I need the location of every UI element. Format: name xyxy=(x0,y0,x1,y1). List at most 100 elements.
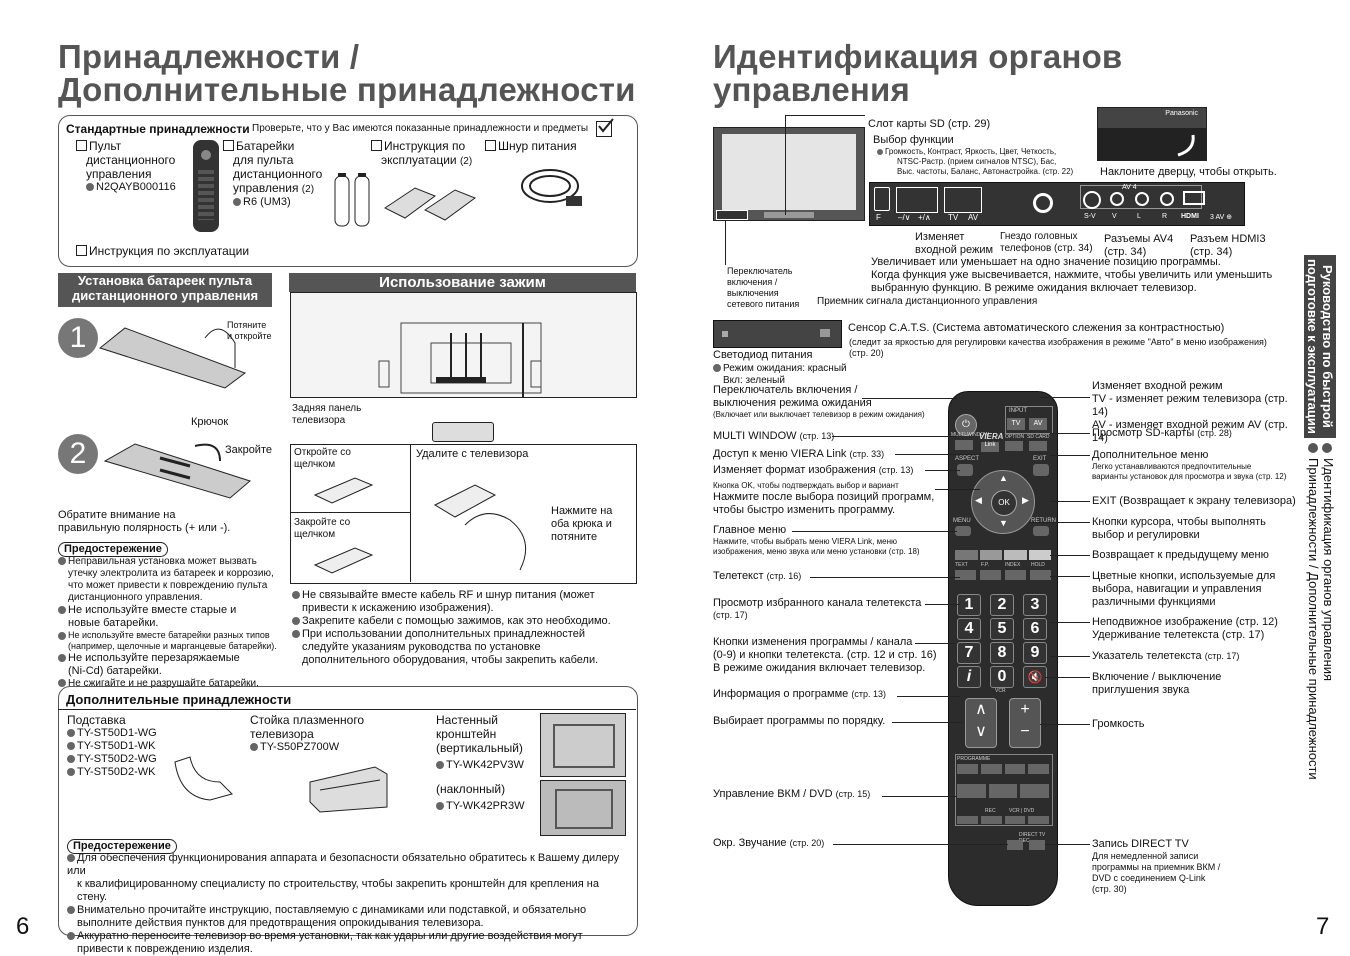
batteries-item: Батарейки для пульта дистанционного упра… xyxy=(223,139,322,209)
label-exit: EXIT (Возвращает к экрану телевизора) xyxy=(1092,495,1296,507)
clamp-banner: Использование зажим xyxy=(289,273,636,292)
ok-button[interactable]: OK xyxy=(991,490,1017,516)
hdmi-port[interactable] xyxy=(1183,191,1205,205)
std-heading: Стандартные принадлежности xyxy=(66,122,250,136)
func-select-label: Выбор функции xyxy=(873,134,954,146)
color-buttons[interactable] xyxy=(955,550,1051,560)
f-button[interactable] xyxy=(874,187,890,211)
remote-item: Пульт дистанционного управления N2QAYB00… xyxy=(76,139,176,194)
audio-r-jack[interactable] xyxy=(1160,192,1174,206)
label-surround: Окр. Звучание (стр. 20) xyxy=(713,837,825,849)
wall-bracket-tilt-image xyxy=(540,780,626,836)
remote-image xyxy=(193,140,219,232)
tv-av-buttons[interactable] xyxy=(944,187,982,213)
tilt-door-label: Наклоните дверцу, чтобы открыть. xyxy=(1100,166,1277,178)
bullet-icon xyxy=(1308,443,1318,453)
label-fav-teletext: Просмотр избранного канала телетекста(ст… xyxy=(713,597,922,620)
vcr-row-2[interactable] xyxy=(957,784,1050,798)
cursor-up-icon[interactable]: ▲ xyxy=(999,473,1008,483)
tv-power-switch[interactable] xyxy=(716,210,748,220)
standby-button[interactable]: ⏻ xyxy=(955,414,977,436)
key-8[interactable]: 8 xyxy=(990,642,1014,664)
viera-link-button[interactable]: Link xyxy=(981,442,999,452)
bullet-icon xyxy=(1322,443,1332,453)
info-button[interactable]: i xyxy=(957,666,981,688)
cats-note: (следит за яркостью для регулировки каче… xyxy=(849,337,1267,358)
check-box-icon xyxy=(223,140,234,151)
hand-remove-image xyxy=(425,465,545,580)
label-teletext: Телетекст (стр. 16) xyxy=(713,570,802,582)
close-label: Закройте xyxy=(225,444,272,456)
opt-caution-pill: Предостережение xyxy=(67,836,177,854)
checkbox-icon xyxy=(596,118,614,137)
sd-card-button[interactable] xyxy=(1029,441,1047,451)
step-1-badge: 1 xyxy=(58,318,98,358)
label-channel: Выбирает программы по порядку. xyxy=(713,715,886,727)
mute-button[interactable]: 🔇 xyxy=(1023,666,1047,688)
label-digits: Кнопки изменения программы / канала(0-9)… xyxy=(713,636,937,674)
key-3[interactable]: 3 xyxy=(1023,594,1047,616)
cursor-right-icon[interactable]: ▶ xyxy=(1022,495,1029,505)
menu-button[interactable] xyxy=(955,526,971,536)
key-9[interactable]: 9 xyxy=(1023,642,1047,664)
vcr-row-3[interactable] xyxy=(957,816,1049,824)
key-6[interactable]: 6 xyxy=(1023,618,1047,640)
manual-item: Инструкция по эксплуатации xyxy=(76,244,249,258)
stand-col: Подставка TY-ST50D1-WG TY-ST50D1-WK TY-S… xyxy=(67,713,157,778)
label-sd-card: Просмотр SD-карты (стр. 28) xyxy=(1092,427,1232,439)
page-number-left: 6 xyxy=(16,913,30,940)
av-input-button[interactable]: AV xyxy=(1029,418,1047,430)
channel-rocker[interactable]: ∧∨ xyxy=(965,698,997,748)
remote-sensor-label: Приемник сигнала дистанционного управлен… xyxy=(817,296,1038,307)
cats-label: Сенсор C.A.T.S. (Система автоматического… xyxy=(848,322,1225,334)
stand-image xyxy=(170,752,235,809)
vcr-row-1[interactable] xyxy=(957,764,1049,774)
direct-tv-rec-button[interactable] xyxy=(1029,840,1045,850)
minus-plus-buttons[interactable] xyxy=(896,187,938,213)
key-4[interactable]: 4 xyxy=(957,618,981,640)
power-cord-image xyxy=(510,156,590,219)
remote-insert-image xyxy=(100,436,260,516)
audio-l-jack[interactable] xyxy=(1135,192,1149,206)
cursor-ring[interactable]: OK ▲ ▼ ◀ ▶ xyxy=(971,470,1035,534)
func-list: Громкость, Контраст, Яркость, Цвет, Четк… xyxy=(877,147,1073,177)
return-button[interactable] xyxy=(1033,526,1049,536)
step-2-badge: 2 xyxy=(58,434,98,474)
av4-label: Разъемы AV4(стр. 34) xyxy=(1104,233,1174,258)
key-1[interactable]: 1 xyxy=(957,594,981,616)
tv-input-button[interactable]: TV xyxy=(1007,418,1025,430)
surround-button[interactable] xyxy=(1007,840,1023,850)
volume-rocker[interactable]: +− xyxy=(1009,698,1041,748)
teletext-buttons[interactable] xyxy=(955,570,1051,580)
key-5[interactable]: 5 xyxy=(990,618,1014,640)
aspect-button[interactable] xyxy=(957,464,973,476)
label-volume: Громкость xyxy=(1092,718,1145,730)
option-button[interactable] xyxy=(1005,441,1023,451)
video-jack[interactable] xyxy=(1110,192,1124,206)
key-0[interactable]: 0 xyxy=(990,666,1014,688)
exit-button[interactable] xyxy=(1033,464,1049,476)
cursor-down-icon[interactable]: ▼ xyxy=(999,518,1008,528)
wall-bracket-vertical-image xyxy=(540,713,626,777)
hdmi3-label: Разъем HDMI3(стр. 34) xyxy=(1190,233,1266,258)
key-7[interactable]: 7 xyxy=(957,642,981,664)
optional-accessories-box xyxy=(58,686,638,936)
clamp-notes-list: Не связывайте вместе кабель RF и шнур пи… xyxy=(292,589,637,667)
label-index: Указатель телетекста (стр. 17) xyxy=(1092,650,1240,662)
key-2[interactable]: 2 xyxy=(990,594,1014,616)
cursor-left-icon[interactable]: ◀ xyxy=(975,495,982,505)
multi-window-button[interactable] xyxy=(955,440,973,450)
headphone-jack[interactable] xyxy=(1033,193,1053,213)
s-video-jack[interactable] xyxy=(1083,191,1101,209)
